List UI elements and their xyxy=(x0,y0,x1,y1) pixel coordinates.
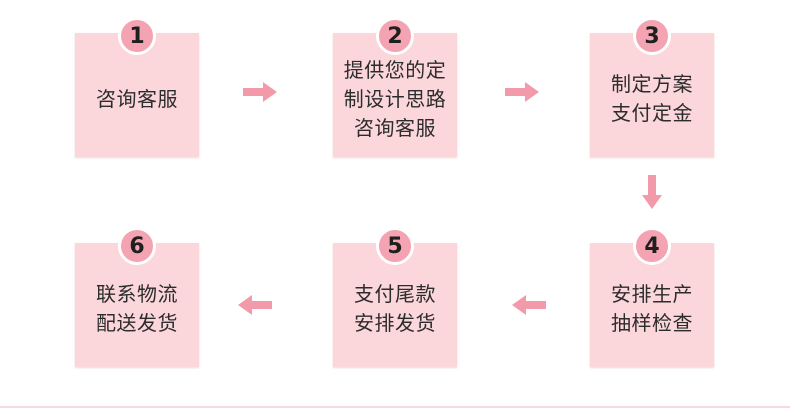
step-number-badge: 3 xyxy=(633,17,671,55)
step-label: 联系物流 配送发货 xyxy=(96,280,178,338)
step-label-line: 联系物流 xyxy=(96,282,178,306)
step-label-line: 制设计思路 xyxy=(343,86,447,111)
step-label-line: 提供您的定 xyxy=(343,57,447,82)
step-label: 支付尾款 安排发货 xyxy=(354,280,436,338)
step-number-badge: 5 xyxy=(376,227,414,265)
step-number-badge: 1 xyxy=(118,17,156,55)
arrow-right-icon xyxy=(243,82,277,102)
step-label-line: 抽样检查 xyxy=(611,311,693,335)
step-label-line: 咨询客服 xyxy=(96,86,178,111)
step-label: 提供您的定 制设计思路 咨询客服 xyxy=(344,56,447,143)
step-1: 咨询客服 1 xyxy=(75,17,199,157)
arrow-down-icon xyxy=(642,175,662,209)
arrow-right-icon xyxy=(505,82,539,102)
step-5: 支付尾款 安排发货 5 xyxy=(333,227,457,367)
step-card: 提供您的定 制设计思路 咨询客服 xyxy=(333,33,457,157)
step-label-line: 咨询客服 xyxy=(354,115,436,140)
arrow-shape xyxy=(238,295,272,315)
step-6: 联系物流 配送发货 6 xyxy=(75,227,199,367)
step-2: 提供您的定 制设计思路 咨询客服 2 xyxy=(333,17,457,157)
step-4: 安排生产 抽样检查 4 xyxy=(590,227,714,367)
step-label-line: 制定方案 xyxy=(611,72,693,96)
step-label-line: 安排发货 xyxy=(354,311,436,335)
step-label: 咨询客服 xyxy=(96,85,178,114)
arrow-shape xyxy=(512,295,546,315)
step-label-line: 配送发货 xyxy=(96,311,178,335)
step-label-line: 安排生产 xyxy=(611,282,693,306)
arrow-left-icon xyxy=(512,295,546,315)
bottom-divider xyxy=(0,406,790,408)
step-label: 制定方案 支付定金 xyxy=(611,70,693,128)
arrow-shape xyxy=(642,175,662,209)
arrow-shape xyxy=(243,82,277,102)
step-number-badge: 4 xyxy=(633,227,671,265)
arrow-shape xyxy=(505,82,539,102)
step-label: 安排生产 抽样检查 xyxy=(611,280,693,338)
step-card: 制定方案 支付定金 xyxy=(590,33,714,157)
arrow-left-icon xyxy=(238,295,272,315)
step-3: 制定方案 支付定金 3 xyxy=(590,17,714,157)
step-label-line: 支付尾款 xyxy=(354,282,436,306)
step-label-line: 支付定金 xyxy=(611,101,693,125)
step-number-badge: 2 xyxy=(376,17,414,55)
step-number-badge: 6 xyxy=(118,227,156,265)
